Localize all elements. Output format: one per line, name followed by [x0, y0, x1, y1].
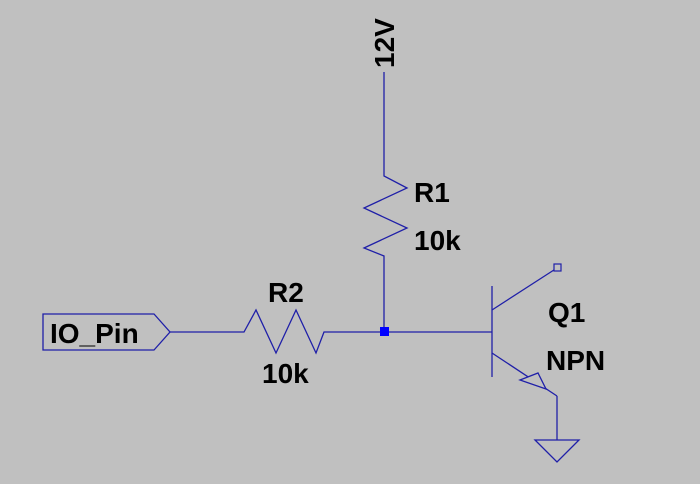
r2-name: R2 [268, 277, 304, 308]
io-pin-label: IO_Pin [50, 318, 139, 349]
junction-dot [380, 327, 389, 336]
supply-12v[interactable]: 12V [369, 18, 400, 172]
supply-label: 12V [369, 18, 400, 68]
r1-value: 10k [414, 225, 461, 256]
resistor-r2[interactable]: R2 10k [240, 277, 332, 389]
resistor-r1-symbol [362, 172, 409, 264]
q1-collector-pin[interactable] [553, 263, 562, 272]
q1-collector-lead [491, 267, 558, 311]
io-pin-port-shape [42, 313, 171, 351]
q1-emitter-arrow [518, 372, 548, 391]
resistor-r1[interactable]: R1 10k [362, 172, 461, 264]
r1-name: R1 [414, 177, 450, 208]
r2-value: 10k [262, 358, 309, 389]
resistor-r2-symbol [240, 308, 332, 355]
transistor-q1[interactable]: Q1 NPN [491, 263, 605, 397]
q1-type: NPN [546, 345, 605, 376]
ground-icon[interactable] [533, 439, 581, 463]
q1-name: Q1 [548, 297, 585, 328]
io-pin-port[interactable]: IO_Pin [42, 313, 171, 351]
